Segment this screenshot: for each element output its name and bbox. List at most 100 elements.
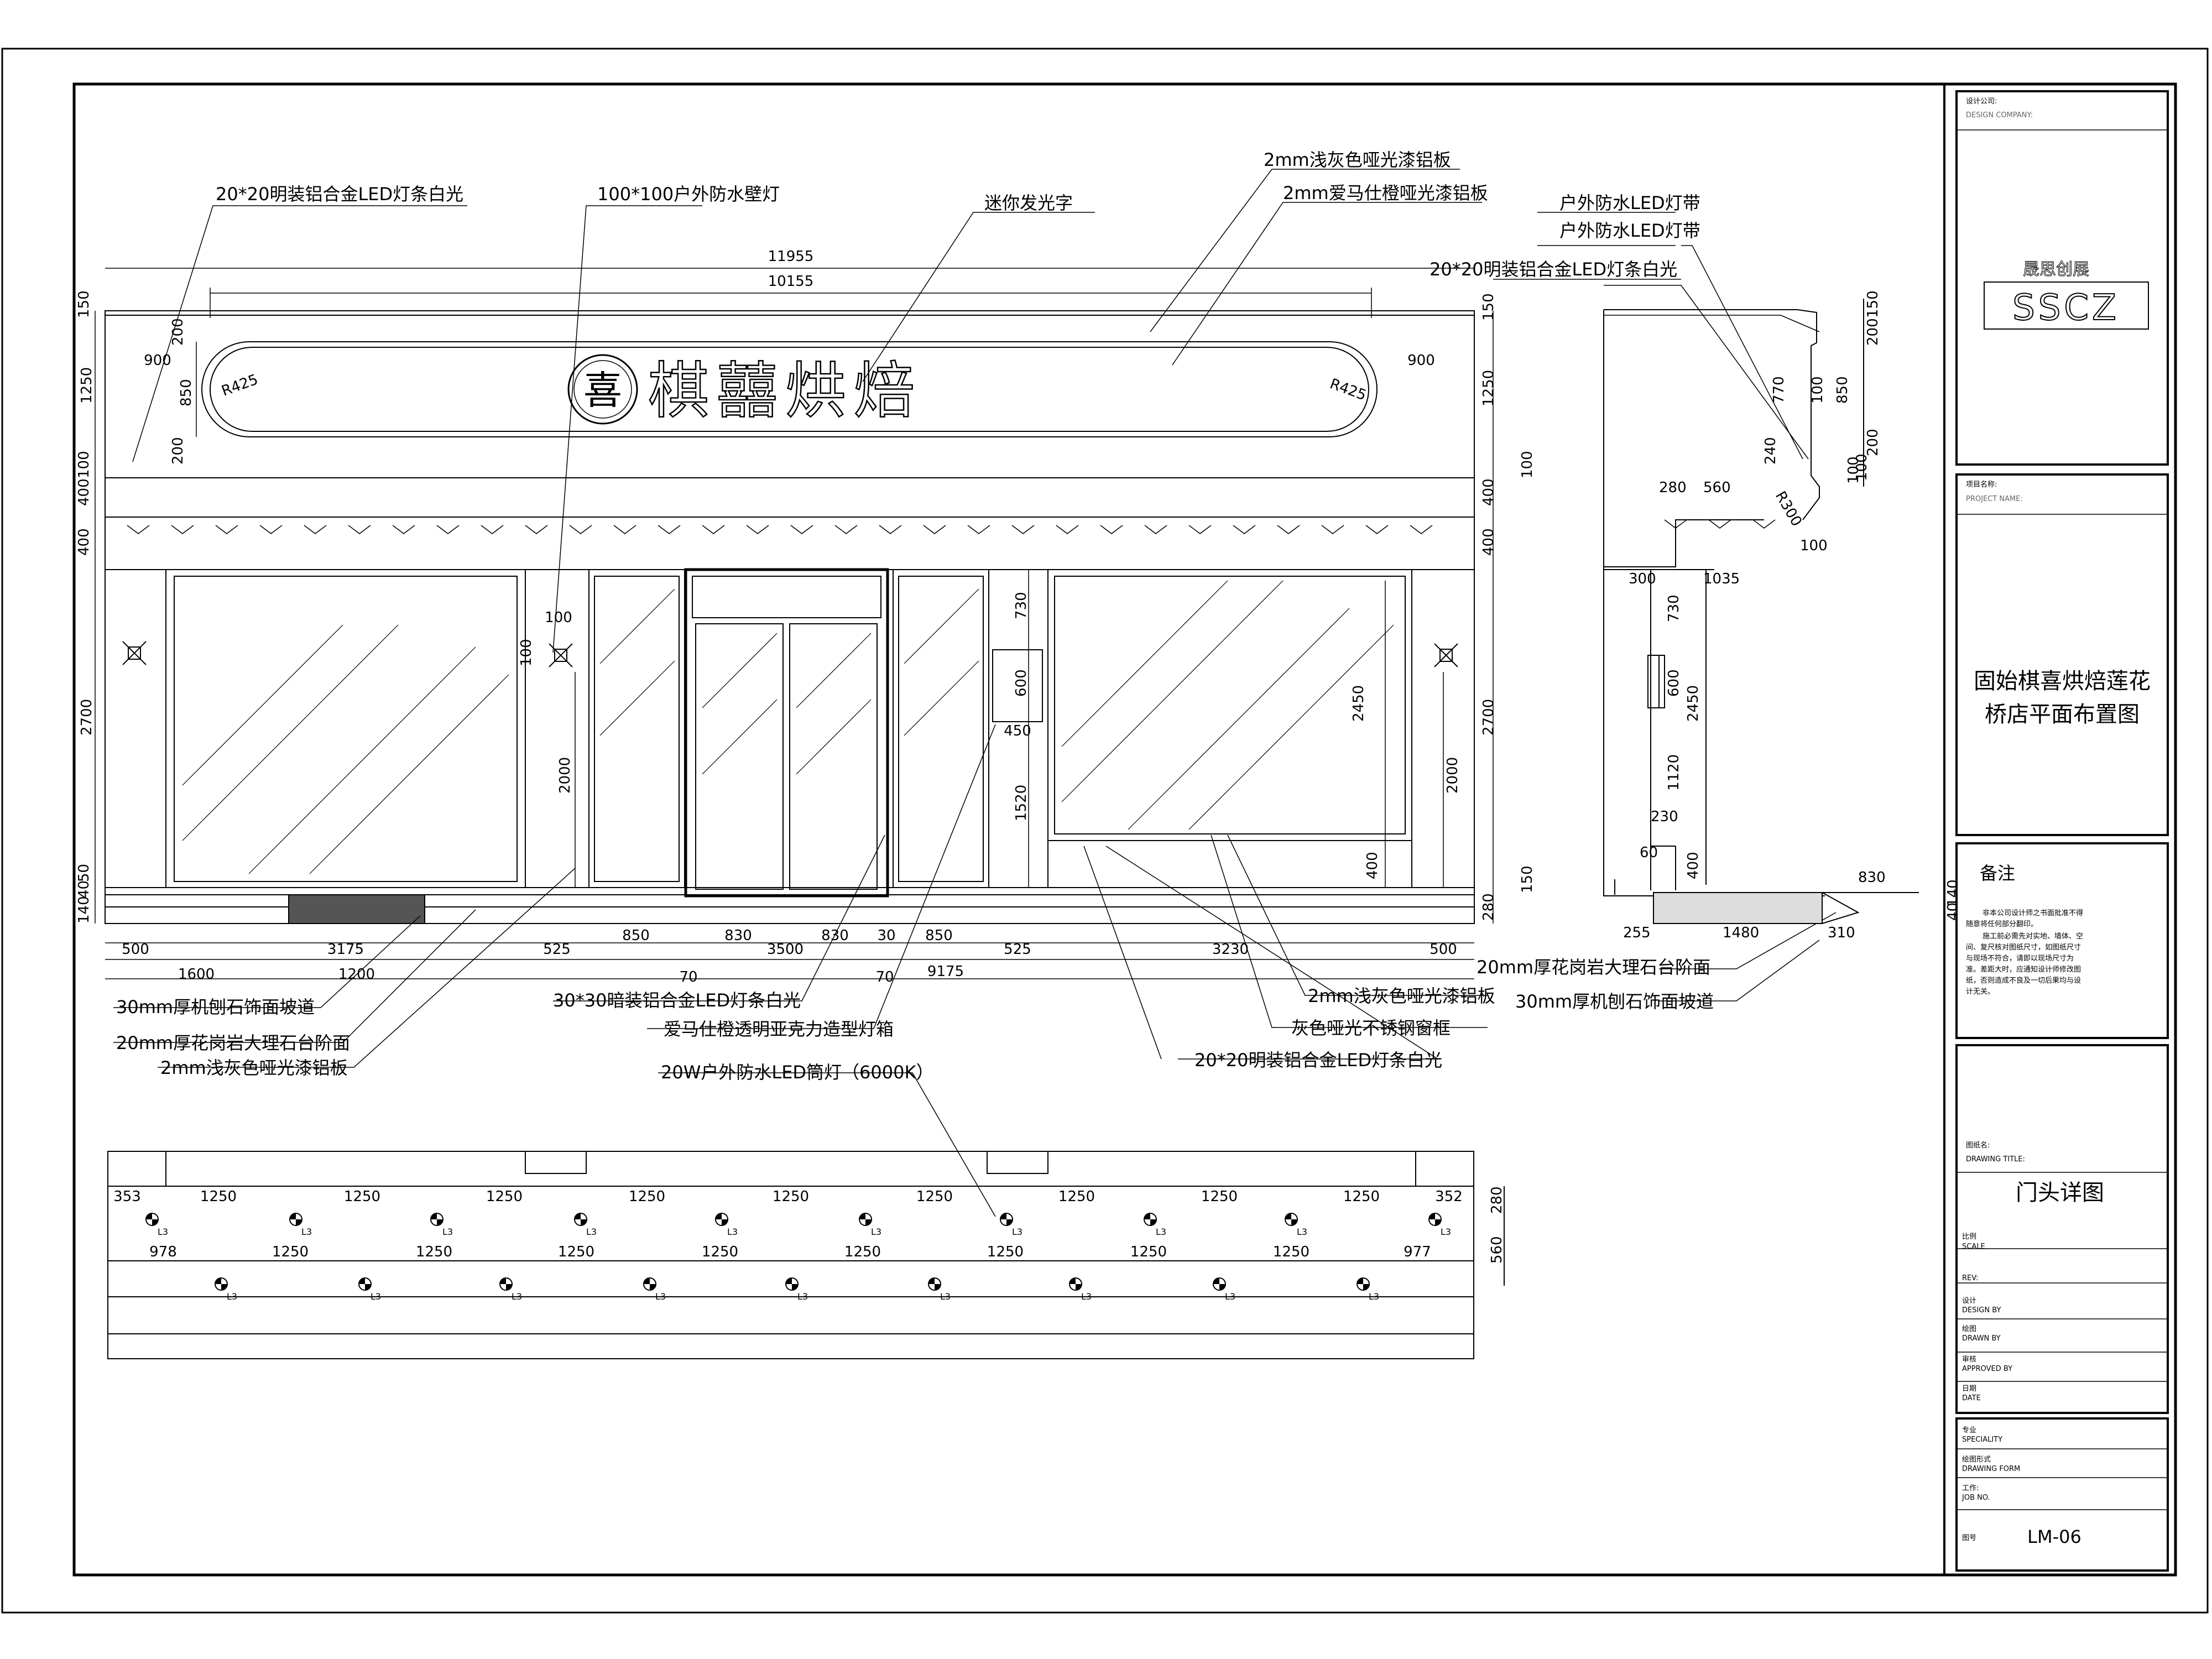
svg-text:施工前必需先对实地、墙体、空: 施工前必需先对实地、墙体、空 [1983,932,2083,941]
svg-text:2700: 2700 [1480,699,1497,735]
svg-text:280: 280 [1480,893,1497,921]
downlight-tag: L3 [1081,1291,1092,1302]
svg-text:设计: 设计 [1962,1297,1976,1305]
svg-text:喜: 喜 [583,368,622,413]
downlight-symbol-fill [290,1213,302,1225]
wall-lamp-left [122,641,147,665]
downlight-tag: L3 [1156,1227,1166,1237]
svg-text:40: 40 [1945,902,1961,921]
svg-text:纸，否则造成不良及一切后果均与设: 纸，否则造成不良及一切后果均与设 [1966,976,2081,985]
step-granite-hatch [1653,892,1823,924]
svg-text:PROJECT NAME:: PROJECT NAME: [1966,495,2023,503]
svg-text:255: 255 [1623,925,1651,941]
svg-text:工作:: 工作: [1962,1484,1979,1493]
svg-text:灰色哑光不锈钢窗框: 灰色哑光不锈钢窗框 [1291,1018,1451,1039]
svg-text:70: 70 [875,969,894,985]
svg-text:830: 830 [821,927,849,944]
svg-text:978: 978 [149,1244,177,1260]
svg-text:1480: 1480 [1723,925,1759,941]
svg-text:1250: 1250 [1480,370,1497,406]
svg-text:DESIGN BY: DESIGN BY [1962,1306,2001,1314]
leader-lines [113,169,1837,1217]
outer-border [1,48,2209,1614]
svg-text:图号: 图号 [1962,1534,1976,1542]
svg-text:REV:: REV: [1962,1274,1978,1282]
svg-text:400: 400 [76,528,92,556]
svg-text:与现场不符合，请即以现场尺寸为: 与现场不符合，请即以现场尺寸为 [1966,954,2074,963]
svg-text:310: 310 [1828,925,1855,941]
downlight-tag: L3 [301,1227,312,1237]
svg-text:1250: 1250 [1343,1188,1380,1205]
svg-text:100: 100 [1809,376,1826,404]
svg-text:项目名称:: 项目名称: [1966,480,1997,489]
downlight-tag: L3 [1012,1227,1022,1237]
svg-text:100: 100 [545,609,572,626]
svg-text:3175: 3175 [327,941,364,958]
svg-text:1120: 1120 [1666,754,1682,791]
svg-text:200: 200 [1865,318,1881,346]
svg-text:830: 830 [724,927,752,944]
svg-text:730: 730 [1666,594,1682,622]
svg-text:设计公司:: 设计公司: [1966,97,1997,106]
svg-text:200: 200 [170,437,186,465]
svg-text:240: 240 [1762,437,1779,465]
svg-text:1600: 1600 [178,966,215,983]
drawing-title: 门头详图 [2016,1180,2104,1206]
svg-text:2450: 2450 [1685,685,1702,722]
svg-text:850: 850 [178,379,195,406]
svg-text:20mm厚花岗岩大理石台阶面: 20mm厚花岗岩大理石台阶面 [116,1032,350,1053]
svg-text:20W户外防水LED筒灯（6000K）: 20W户外防水LED筒灯（6000K） [661,1062,933,1083]
sheet-number: LM-06 [2027,1526,2081,1547]
svg-text:100: 100 [1519,451,1536,478]
svg-text:1250: 1250 [79,367,95,404]
svg-text:730: 730 [1013,592,1030,619]
downlight-symbol-fill [431,1213,443,1225]
downlight-symbol-fill [786,1278,798,1290]
material-labels: 20*20明装铝合金LED灯条白光 100*100户外防水壁灯 迷你发光字 2m… [116,149,1714,1083]
svg-text:500: 500 [1430,941,1457,958]
downlight-symbol-fill [1357,1278,1369,1290]
svg-text:1250: 1250 [844,1244,881,1260]
svg-text:400: 400 [76,478,92,506]
svg-text:20*20明装铝合金LED灯条白光: 20*20明装铝合金LED灯条白光 [1430,259,1677,280]
svg-text:DATE: DATE [1962,1394,1981,1402]
sign-brand-text: 棋囍烘焙 [648,356,922,426]
svg-text:20*20明装铝合金LED灯条白光: 20*20明装铝合金LED灯条白光 [1194,1050,1442,1071]
svg-text:200: 200 [1865,429,1881,456]
svg-text:2mm爱马仕橙哑光漆铝板: 2mm爱马仕橙哑光漆铝板 [1283,182,1488,204]
svg-text:1250: 1250 [416,1244,452,1260]
downlight-tag: L3 [512,1291,522,1302]
svg-text:400: 400 [1480,478,1497,506]
front-elevation [105,310,1475,924]
svg-text:525: 525 [543,941,571,958]
downlight-symbol-fill [215,1278,227,1290]
inner-border [72,82,2177,1577]
downlight-tag: L3 [797,1291,808,1302]
svg-text:400: 400 [1685,852,1702,879]
svg-text:353: 353 [113,1188,141,1205]
svg-text:150: 150 [1480,293,1497,321]
svg-text:爱马仕橙透明亚克力造型灯箱: 爱马仕橙透明亚克力造型灯箱 [664,1019,894,1040]
svg-text:850: 850 [1834,376,1851,404]
svg-text:1250: 1250 [702,1244,738,1260]
downlight-symbol-fill [500,1278,512,1290]
svg-text:9175: 9175 [927,963,964,980]
svg-text:150: 150 [1519,865,1536,893]
svg-text:60: 60 [1640,844,1658,861]
svg-text:100: 100 [1854,453,1870,481]
downlight-symbol-fill [1070,1278,1082,1290]
company-logo-en: SSCZ [2012,288,2120,328]
downlight-symbol-fill [644,1278,656,1290]
downlight-symbol-fill [1144,1213,1156,1225]
svg-text:40: 40 [76,880,92,899]
svg-text:1250: 1250 [558,1244,594,1260]
downlight-tag: L3 [586,1227,597,1237]
main-dimensions [95,268,1494,979]
side-section [1603,299,1919,924]
svg-text:30*30暗装铝合金LED灯条白光: 30*30暗装铝合金LED灯条白光 [553,990,801,1011]
svg-text:户外防水LED灯带: 户外防水LED灯带 [1559,220,1700,241]
svg-text:2000: 2000 [557,757,573,794]
ceiling-plan [107,1151,1505,1359]
